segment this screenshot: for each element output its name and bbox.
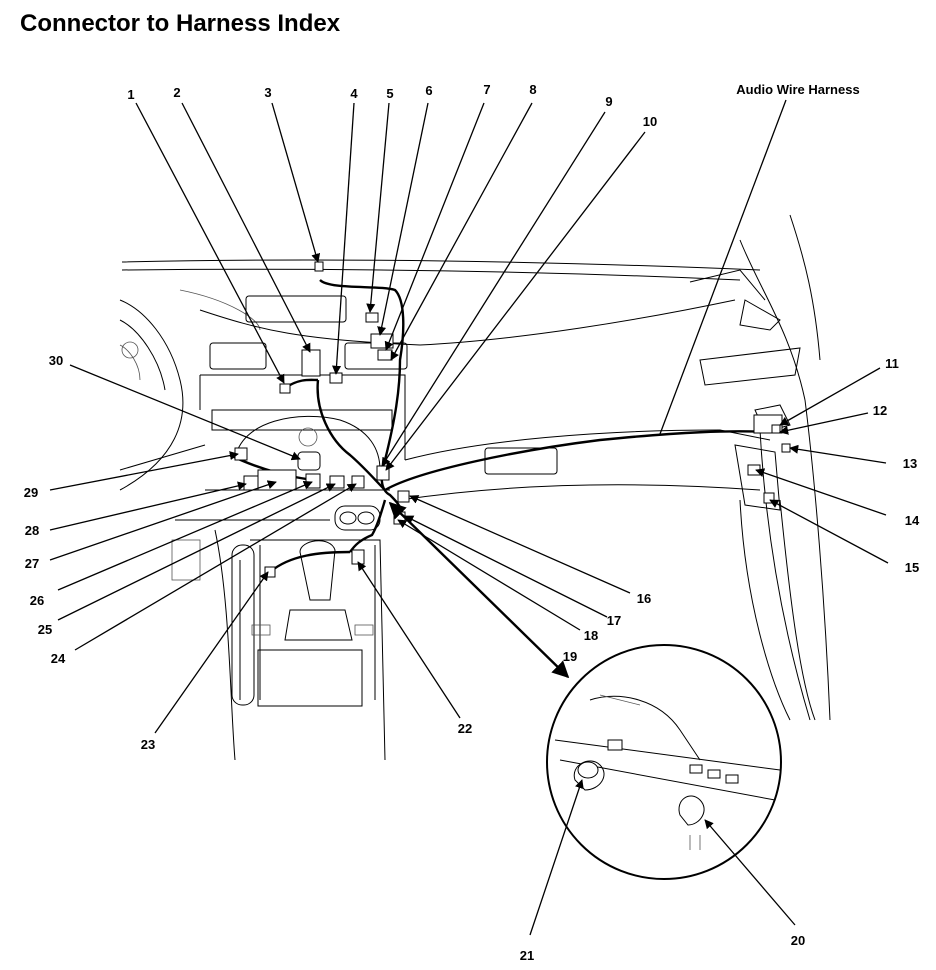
callout-16: 16	[637, 591, 651, 606]
detail-inset	[546, 644, 782, 880]
callout-11: 11	[885, 356, 899, 371]
callout-8: 8	[529, 82, 536, 97]
leader-lines	[49, 99, 889, 936]
callout-30: 30	[49, 353, 63, 368]
callout-28: 28	[25, 523, 39, 538]
callout-1: 1	[127, 87, 134, 102]
callout-14: 14	[905, 513, 920, 528]
callout-27: 27	[25, 556, 39, 571]
callout-19: 19	[563, 649, 577, 664]
callout-26: 26	[30, 593, 44, 608]
callout-23: 23	[141, 737, 155, 752]
callout-22: 22	[458, 721, 472, 736]
callout-15: 15	[905, 560, 919, 575]
audio-wire-harness	[229, 278, 771, 573]
callout-20: 20	[791, 933, 805, 948]
callout-17: 17	[607, 613, 621, 628]
callout-6: 6	[425, 83, 432, 98]
callout-9: 9	[605, 94, 612, 109]
callout-12: 12	[873, 403, 887, 418]
callout-24: 24	[51, 651, 66, 666]
callout-25: 25	[38, 622, 52, 637]
callout-5: 5	[386, 86, 393, 101]
audio-wire-harness-label: Audio Wire Harness	[736, 82, 859, 97]
callout-7: 7	[483, 82, 490, 97]
callout-2: 2	[173, 85, 180, 100]
callout-29: 29	[24, 485, 38, 500]
callout-4: 4	[350, 86, 358, 101]
callout-10: 10	[643, 114, 657, 129]
callout-13: 13	[903, 456, 917, 471]
callout-18: 18	[584, 628, 598, 643]
page-title: Connector to Harness Index	[20, 10, 341, 37]
callout-numbers: 1 2 3 4 5 6 7 8 9 10 11 12 13 14 15 16 1…	[24, 82, 920, 963]
callout-21: 21	[520, 948, 534, 963]
callout-3: 3	[264, 85, 271, 100]
